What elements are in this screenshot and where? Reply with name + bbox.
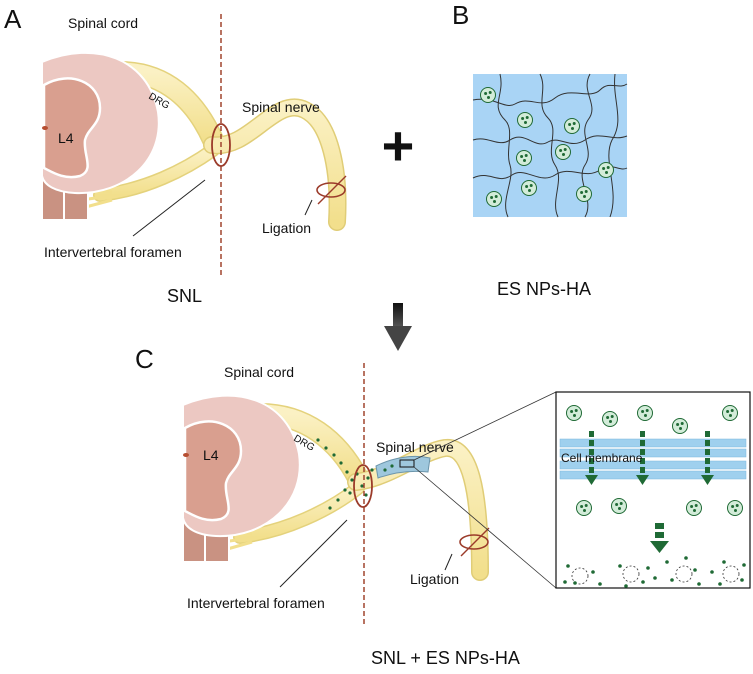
l4-label-a: L4 [58,130,74,146]
hydrogel-patch-c [375,455,431,479]
foramen-ring-a [211,123,231,167]
cell-membrane-label: Cell membrane [561,451,643,465]
nanoparticle-dots-c [316,438,394,510]
spinal-cord-c [182,394,301,563]
zoom-line-bottom [413,466,557,589]
spinal-cord-a [41,51,160,221]
panel-b: B ES NPs-HA [452,0,628,299]
intervertebral-foramen-label-a: Intervertebral foramen [44,244,182,260]
release-arrows [585,431,714,553]
ligation-mark-a [316,175,347,205]
spinal-cord-label-c: Spinal cord [224,364,294,380]
caption-a: SNL [167,286,202,306]
foramen-ring-c [353,464,373,508]
caption-b: ES NPs-HA [497,279,591,299]
inset-box: Cell membrane [555,391,751,589]
plus-icon: + [382,114,415,177]
ligation-label-a: Ligation [262,220,311,236]
caption-c: SNL + ES NPs-HA [371,648,520,668]
panel-c-letter: C [135,344,154,374]
panel-b-letter: B [452,0,469,30]
cell-membrane-bilayer [559,438,747,480]
spinal-cord-label-a: Spinal cord [68,15,138,31]
zoom-line-top [413,391,557,461]
intervertebral-foramen-label-c: Intervertebral foramen [187,595,325,611]
ligation-label-c: Ligation [410,571,459,587]
ligation-mark-c [459,527,490,557]
down-arrow-icon [384,303,412,351]
spinal-nerve-label-a: Spinal nerve [242,99,320,115]
panel-c: C Spinal cord L4 DRG [135,344,751,668]
panel-a: A Spinal cord L4 DRG Spina [4,4,347,306]
l4-label-c: L4 [203,447,219,463]
spinal-nerve-label-c: Spinal nerve [376,439,454,455]
released-particles [563,556,746,588]
panel-a-letter: A [4,4,22,34]
